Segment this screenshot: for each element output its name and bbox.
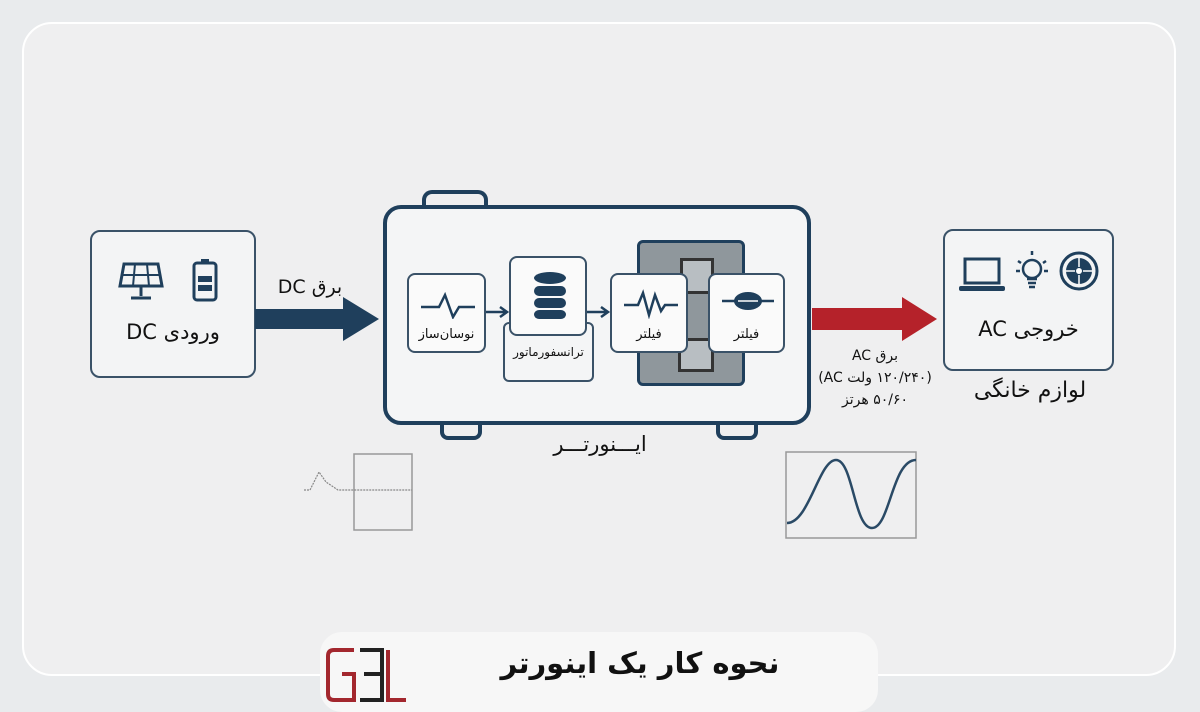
transformer-label: ترانسفورماتور [513,345,584,359]
gei-logo [326,648,406,702]
filter-label: فیلتر [636,327,662,342]
fan-icon [1059,251,1099,291]
ac-output-label: خروجی AC [978,317,1079,341]
ac-label-line2: (۱۲۰/۲۴۰ ولت AC) [818,370,932,386]
zigzag-icon [624,289,678,319]
filter-block: فیلتر [610,273,688,353]
ac-arrow-label: برق AC (۱۲۰/۲۴۰ ولت AC) ۵۰/۶۰ هرتز [800,345,950,411]
title-bar: نحوه کار یک اینورتر [320,632,878,712]
dc-arrow [255,297,379,341]
inverter-foot [716,420,758,440]
ac-sine-waveform [785,451,917,539]
dc-waveform [304,453,413,531]
appliances-caption: لوازم خانگی [973,378,1087,403]
arrow-icon [486,306,510,318]
stack-icon [534,272,566,319]
ac-label-line1: برق AC [851,348,899,364]
laptop-icon [959,257,1005,291]
oscillator-block: نوسان‌ساز [407,273,486,353]
ac-label-line3: ۵۰/۶۰ هرتز [842,392,908,408]
inverter-handle [422,190,488,214]
filter-block: فیلتر [708,273,785,353]
oscillator-label: نوسان‌ساز [418,327,475,342]
filter-label: فیلتر [733,327,760,342]
solar-panel-icon [118,262,164,300]
ac-arrow [812,297,937,341]
battery-icon [192,259,218,302]
arrow-icon [587,306,611,318]
ac-output-box: خروجی AC [943,229,1114,371]
inverter-label: ایـــنورتـــر [553,432,647,456]
lightbulb-icon [1016,251,1048,289]
transformer-block [509,256,587,336]
page-title: نحوه کار یک اینورتر [500,646,780,680]
inverter-foot [440,420,482,440]
dc-arrow-label: برق DC [277,276,343,298]
pulse-icon [421,291,475,319]
dc-input-box: ورودی DC [90,230,256,378]
capacitor-icon [722,292,774,310]
dc-input-label: ورودی DC [126,320,220,344]
